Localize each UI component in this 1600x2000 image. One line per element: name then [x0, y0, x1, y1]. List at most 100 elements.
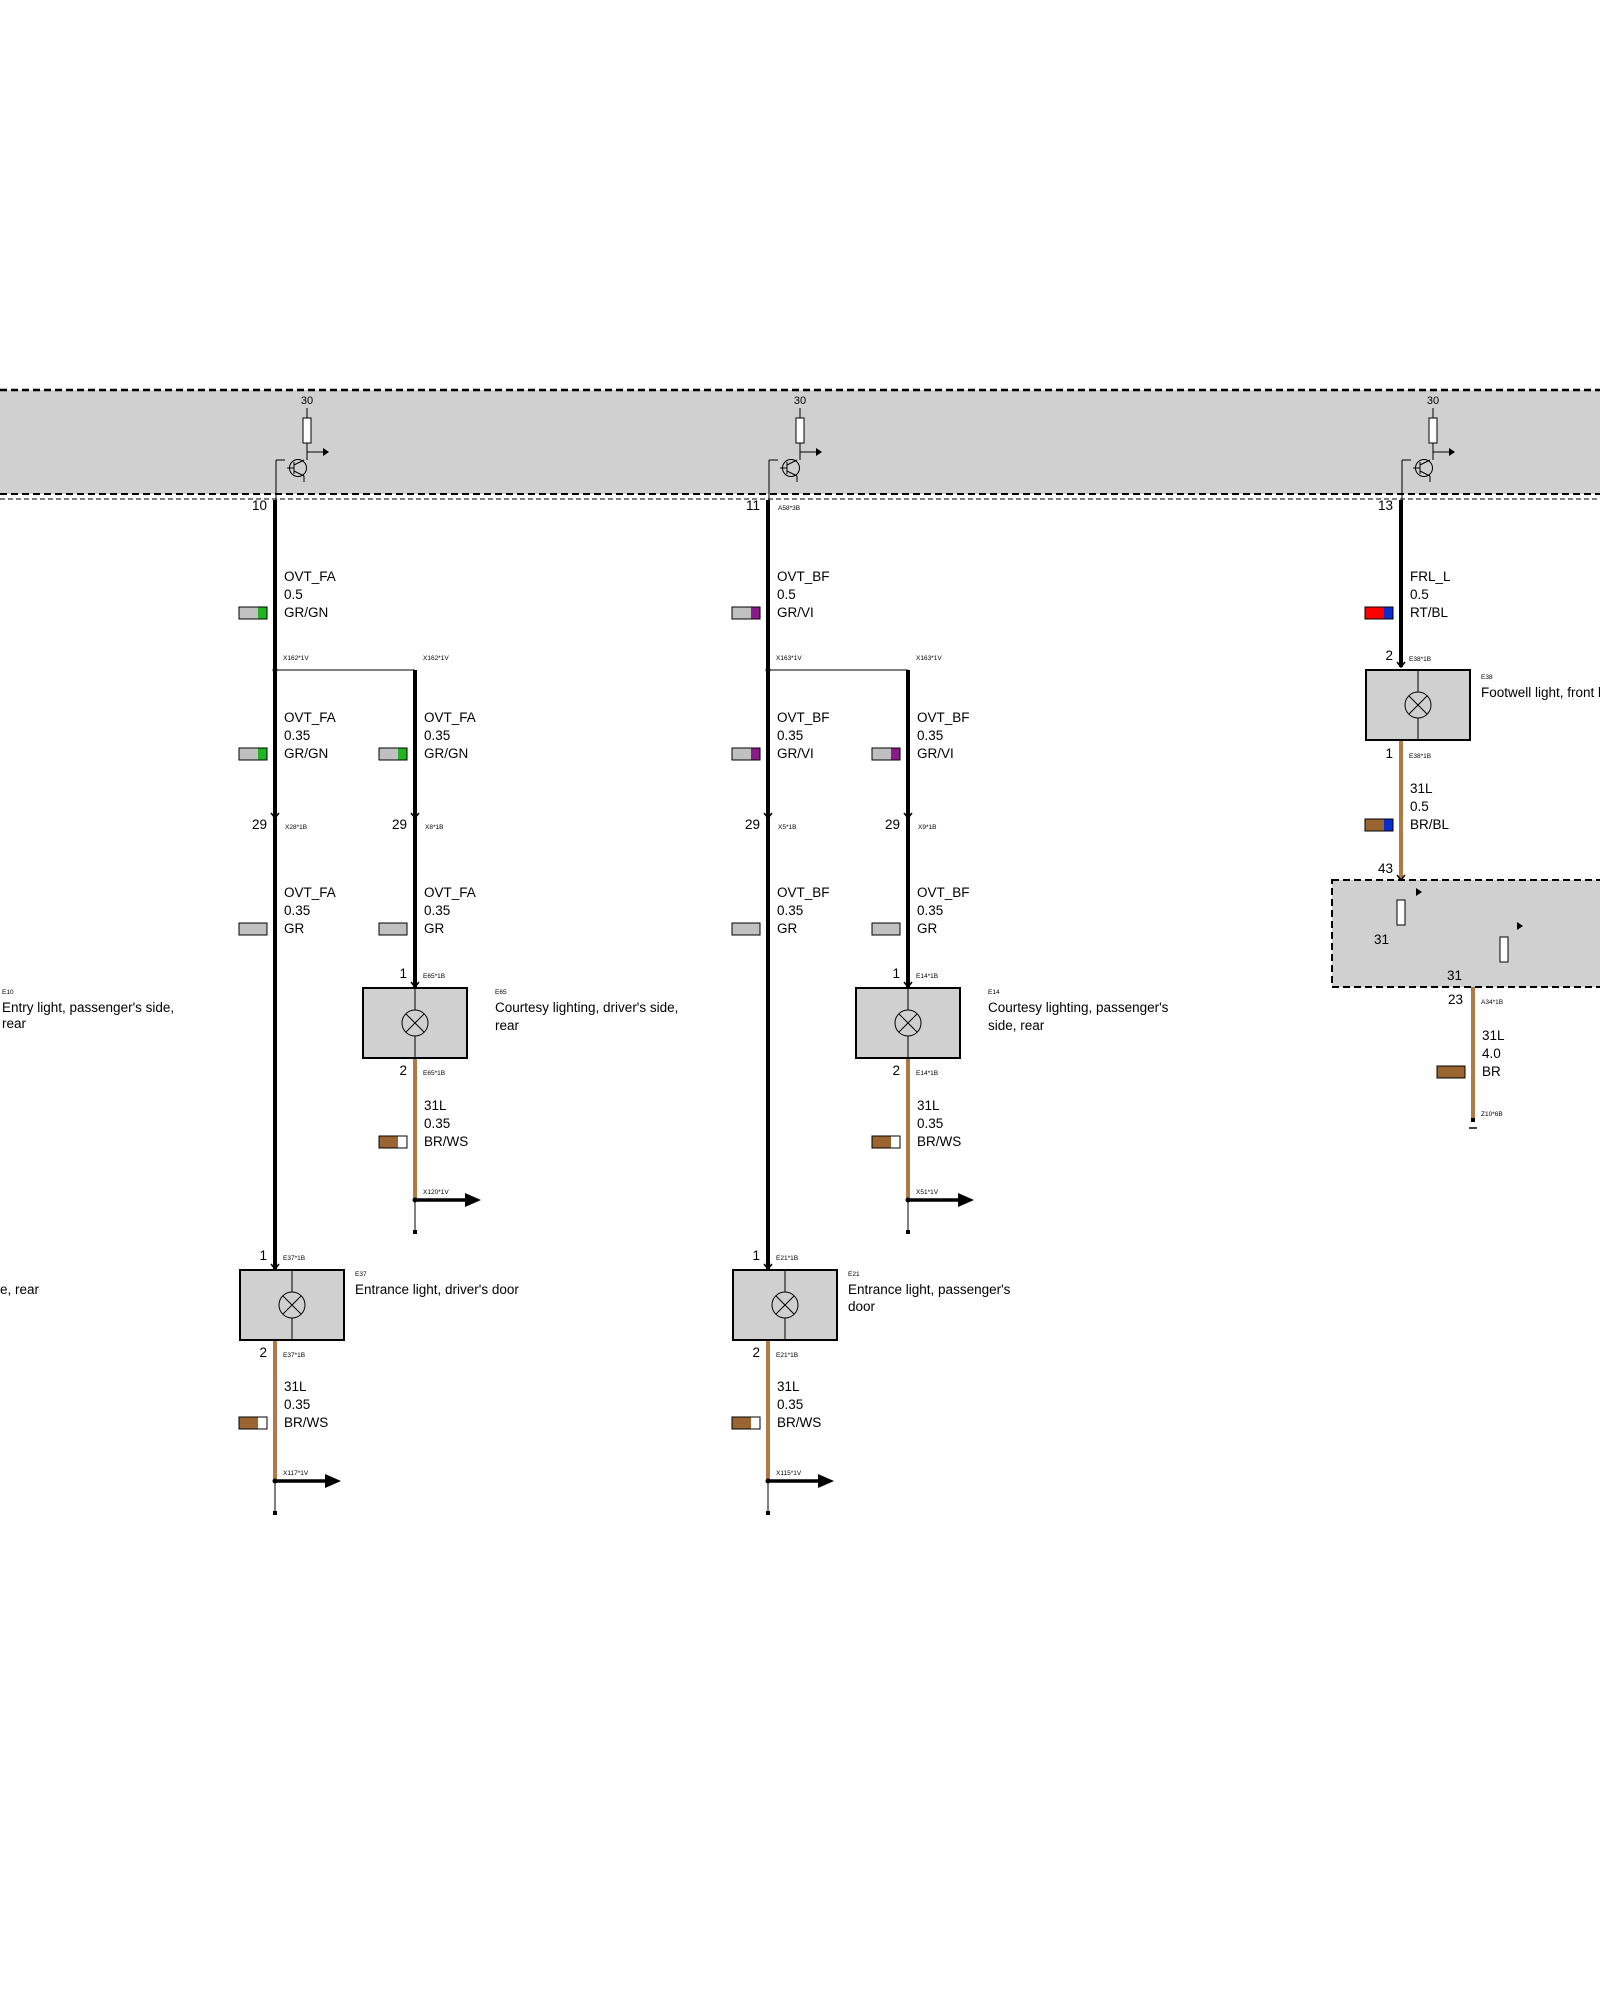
splice-id: X162*1V — [423, 655, 449, 662]
connector-id: X9*1B — [918, 824, 936, 831]
pin-number: 11 — [746, 498, 760, 513]
swatch-stripe — [398, 748, 407, 760]
arrow-head — [323, 448, 329, 456]
swatch-border — [871, 1135, 901, 1149]
lamp-pin: 1 — [399, 966, 407, 981]
transistor-e — [786, 470, 798, 477]
wire-signal: OVT_FA — [284, 885, 336, 900]
transistor-c — [1419, 459, 1431, 466]
connector-mark — [1396, 874, 1406, 882]
ground-module-border — [1331, 879, 1600, 988]
arrow-head — [816, 448, 822, 456]
wire-signal: 31L — [917, 1098, 940, 1113]
lamp-pin: 1 — [752, 1248, 760, 1263]
ground-terminal — [413, 1230, 417, 1234]
splice-id: X163*1V — [916, 655, 942, 662]
swatch-main — [379, 1136, 398, 1148]
wire-signal: FRL_L — [1410, 569, 1451, 584]
component-name: Entry light, passenger's side, — [2, 1000, 174, 1015]
ground-dot — [412, 1197, 418, 1203]
wire-signal: OVT_BF — [917, 710, 970, 725]
module-pin: 43 — [1378, 861, 1393, 876]
swatch-main — [1365, 819, 1384, 831]
connector-id: X5*1B — [778, 824, 796, 831]
ground-arrow-head — [325, 1474, 341, 1488]
swatch-main — [871, 922, 901, 936]
swatch-stripe — [398, 1136, 407, 1148]
output-driver — [1401, 408, 1455, 500]
wire-color: BR/WS — [424, 1134, 468, 1149]
wire-size: 0.5 — [284, 587, 303, 602]
arrow-head — [1416, 888, 1422, 896]
resistor — [795, 417, 805, 444]
ground-id: X120*1V — [423, 1189, 449, 1196]
wire-signal: 31L — [1410, 781, 1433, 796]
component-name: side, rear — [988, 1018, 1045, 1033]
connector-mark — [903, 812, 913, 820]
component-code: E21 — [848, 1271, 860, 1278]
lamp-e38 — [1365, 669, 1471, 741]
component-name: rear — [495, 1018, 520, 1033]
swatch-stripe — [258, 1417, 267, 1429]
connector-pin: 29 — [885, 817, 900, 832]
wire-size: 0.35 — [777, 728, 803, 743]
ground-id: Z10*6B — [1481, 1111, 1503, 1118]
swatch-stripe — [258, 607, 267, 619]
ground-arrow-head — [958, 1193, 974, 1207]
connector-pin: 29 — [252, 817, 267, 832]
swatch-main — [379, 748, 398, 760]
module-connector: A34*1B — [1481, 999, 1503, 1006]
wire-color: BR — [1482, 1064, 1501, 1079]
lamp-icon-x — [405, 1013, 425, 1033]
arrow-head — [1517, 922, 1523, 930]
ground-terminal — [766, 1511, 770, 1515]
ground-terminal — [906, 1230, 910, 1234]
wire-size: 0.35 — [284, 903, 310, 918]
lamp-connector: E65*1B — [423, 1070, 445, 1077]
lamp-icon — [894, 1009, 922, 1037]
wire-size: 0.35 — [917, 1116, 943, 1131]
splice-dot — [272, 667, 278, 673]
swatch-border — [238, 606, 268, 620]
output-driver — [768, 408, 822, 500]
lamp-pin: 2 — [752, 1345, 760, 1360]
swatch-stripe — [258, 748, 267, 760]
wire-color-swatch — [1364, 606, 1394, 620]
wire-color: BR/BL — [1410, 817, 1450, 832]
lamp-connector: E37*1B — [283, 1352, 305, 1359]
swatch-border — [731, 747, 761, 761]
connector-id: X8*1B — [425, 824, 443, 831]
transistor-e — [293, 470, 305, 477]
wire-signal: 31L — [284, 1379, 307, 1394]
supply-label: 30 — [301, 395, 313, 407]
swatch-main — [239, 1417, 258, 1429]
component-name: Entrance light, driver's door — [355, 1282, 519, 1297]
wire-signal: OVT_FA — [424, 885, 476, 900]
component-name: Entrance light, passenger's — [848, 1282, 1011, 1297]
wire-color: GR/GN — [424, 746, 468, 761]
wire-color-swatch — [238, 606, 268, 620]
wire-size: 0.35 — [424, 728, 450, 743]
lamp-connector: E37*1B — [283, 1255, 305, 1262]
resistor — [1499, 936, 1509, 963]
wire-signal: OVT_FA — [424, 710, 476, 725]
lamp-icon-x — [282, 1295, 302, 1315]
ground-id: X117*1V — [283, 1470, 309, 1477]
wire-color: GR — [284, 921, 305, 936]
wire-color-swatch — [731, 1416, 761, 1430]
swatch-main — [239, 607, 258, 619]
splice-id: X162*1V — [283, 655, 309, 662]
wire-signal: OVT_BF — [917, 885, 970, 900]
lamp-e65 — [362, 987, 468, 1059]
wire-size: 0.5 — [1410, 799, 1429, 814]
transistor-c — [293, 459, 305, 466]
wire-signal: 31L — [777, 1379, 800, 1394]
wire-signal: 31L — [1482, 1028, 1505, 1043]
lamp-pin: 1 — [1385, 746, 1393, 761]
output-driver — [275, 408, 329, 500]
lamp-connector: E38*1B — [1409, 656, 1431, 663]
swatch-border — [731, 606, 761, 620]
wire-signal: OVT_BF — [777, 710, 830, 725]
wire-size: 0.35 — [777, 1397, 803, 1412]
wire-color-swatch — [731, 606, 761, 620]
